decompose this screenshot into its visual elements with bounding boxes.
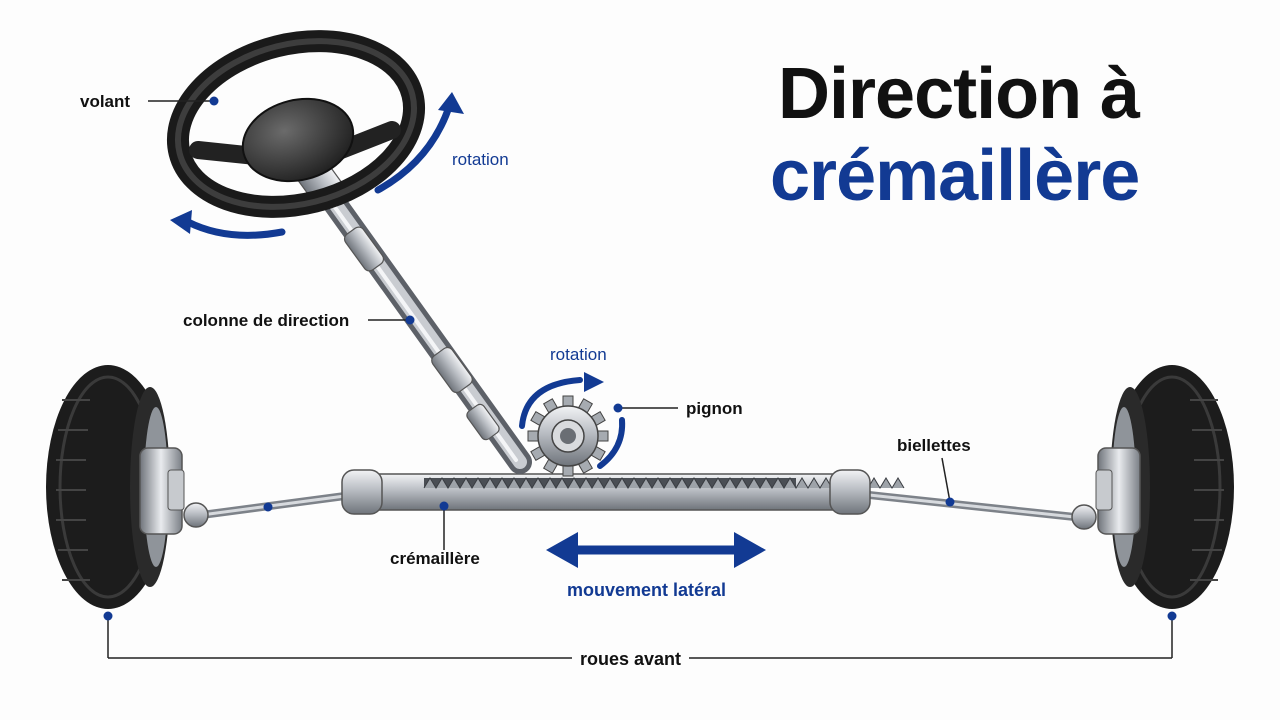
title-line-1: Direction à — [778, 54, 1140, 134]
steering-wheel — [166, 30, 426, 218]
rack-housing — [341, 469, 905, 515]
label-roues-avant: roues avant — [572, 650, 690, 668]
label-cremaillere: crémaillère — [390, 549, 480, 568]
tie-rods — [183, 490, 1097, 530]
right-wheel — [1095, 365, 1234, 609]
label-rotation-volant: rotation — [452, 150, 509, 169]
leader-dots — [103, 96, 1177, 621]
label-biellettes: biellettes — [897, 436, 971, 455]
curved-arrow-icon — [374, 92, 464, 194]
label-volant: volant — [80, 92, 131, 111]
label-colonne: colonne de direction — [183, 311, 350, 330]
left-wheel — [46, 365, 185, 609]
curved-arrow-icon — [170, 210, 286, 239]
curved-arrow-icon — [519, 372, 626, 469]
gear-icon — [527, 395, 609, 477]
label-rotation-pignon: rotation — [550, 345, 607, 364]
label-mouvement-lateral: mouvement latéral — [567, 580, 727, 600]
steering-column — [295, 155, 532, 474]
title-line-2: crémaillère — [770, 136, 1140, 216]
label-pignon: pignon — [686, 399, 743, 418]
double-arrow-icon — [546, 532, 766, 568]
